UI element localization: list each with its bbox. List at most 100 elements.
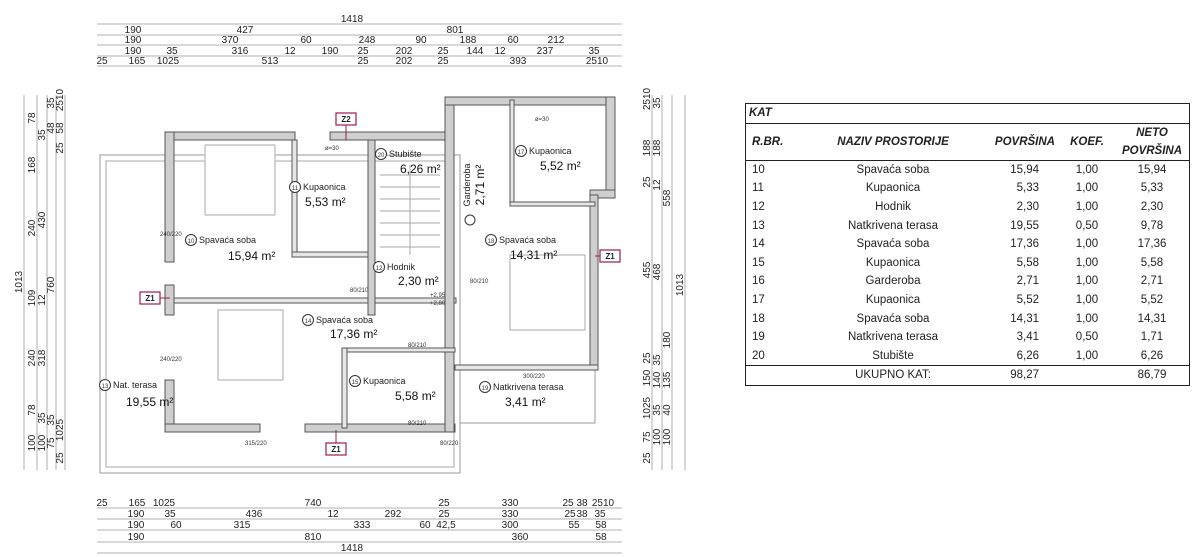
opening-size: 240/220 [160,232,182,238]
table-cell: 12 [752,201,765,214]
table-cell: 1,71 [1140,331,1164,344]
room-number-circle [375,148,387,160]
dimension-value: 35 [652,354,663,366]
total-label: UKUPNO KAT: [805,365,981,386]
dimension-value: 1025 [153,498,176,509]
table-cell: 13 [752,219,765,232]
section-marker-box [325,442,347,456]
dimension-value: 60 [419,520,431,531]
table-cell: Garderoba [865,275,921,288]
dimension-value: 25 [642,176,653,188]
header-net: NETO POVRŠINA [1115,123,1190,161]
dimension-value: 100 [27,434,38,451]
table-cell: 1,00 [1075,349,1099,362]
room-area-table: KAT R.BR. NAZIV PROSTORIJE POVRŠINA KOEF… [745,103,1190,386]
table-cell: 15,94 [1010,163,1039,176]
table-cell: 5,52 [1140,294,1164,307]
dimension-value: 144 [467,46,484,57]
dimension-value: 25 [357,56,369,67]
opening-size: 80/210 [408,421,427,427]
dimension-value: 190 [125,35,142,46]
table-cell: 0,50 [1075,219,1099,232]
room-area: 5,58 m² [395,389,436,403]
table-cell [1059,365,1115,386]
dimension-value: 810 [305,532,322,543]
stairs [380,165,440,255]
room-area: 14,31 m² [510,248,557,262]
table-cell: 1,00 [1075,256,1099,269]
table-cell: 1,00 [1075,294,1099,307]
room-number-circle [99,379,111,391]
table-cell: 20 [752,349,765,362]
opening-size: 80/210 [408,343,427,349]
level-mark: +2,95 [430,293,446,299]
dimension-value: 48 [46,122,57,134]
dimension-value: 58 [595,532,607,543]
section-marker-label: Z1 [145,294,155,303]
dimension-value: 1418 [341,543,364,554]
table-cell: 10 [752,163,765,176]
total-area: 98,27 [981,365,1059,386]
dimension-value: 168 [27,156,38,173]
dimension-value: 90 [415,35,427,46]
dimension-value: 55 [568,520,580,531]
dimension-value: 188 [652,139,663,156]
dimension-value: 202 [396,56,413,67]
room-name: Kupaonica [303,182,346,192]
dimension-value: 60 [170,520,182,531]
dimension-value: 12 [37,294,48,306]
dimension-value: 78 [27,112,38,124]
room-name: Spavaća soba [199,235,256,245]
dimension-value: 12 [327,509,339,520]
dimension-value: 165 [129,56,146,67]
level-mark: +2,80 [430,301,446,307]
room-name: Garderoba [462,163,472,206]
dimension-value: 100 [662,428,673,445]
dimension-value: 513 [262,56,279,67]
walls [99,96,616,474]
table-cell: 0,50 [1075,331,1099,344]
room-number-circle [485,234,497,246]
opening-size: 80/210 [470,279,489,285]
room-number-circle [349,375,361,387]
header-coef: KOEF. [1059,123,1115,161]
dimension-value: 190 [125,46,142,57]
table-cell: 5,33 [1140,182,1164,195]
table-cell: 14,31 [1010,312,1039,325]
table-cell: 2,71 [1016,275,1039,288]
dimension-value: 455 [642,261,653,278]
table-cell: 17 [752,294,765,307]
table-cell: Spavaća soba [856,312,930,325]
room-number-circle [515,145,527,157]
room-area: 2,71 m² [473,165,487,206]
dimension-value: 393 [510,56,527,67]
table-cell: Hodnik [875,201,911,214]
table-cell: Kupaonica [865,182,921,195]
table-cell: 2,30 [1016,201,1039,214]
dimension-value: 42,5 [436,520,456,531]
section-marker-label: Z2 [341,115,351,124]
dimension-value: 180 [662,331,673,348]
dimension-value: 58 [55,122,66,134]
table-cell: 1,00 [1075,275,1099,288]
dimension-value: 1025 [55,418,66,441]
opening-size: ø=30 [535,117,550,123]
opening-size: 240/220 [160,357,182,363]
table-cell: 5,58 [1140,256,1164,269]
dimension-value: 360 [512,532,529,543]
table-cell: 19 [752,331,765,344]
opening-size: 80/210 [350,288,369,294]
opening-size: 300/220 [523,374,545,380]
dimension-value: 2510 [55,88,66,111]
room-name: Spavaća soba [499,235,556,245]
